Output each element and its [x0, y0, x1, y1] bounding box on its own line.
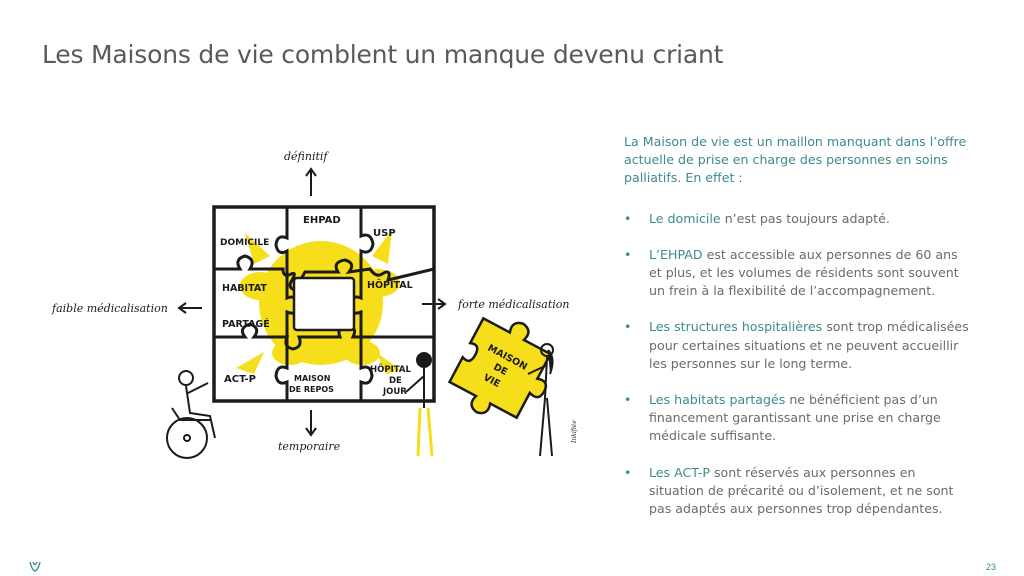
bullet-icon: • — [624, 319, 632, 335]
axis-label-left: faible médicalisation — [51, 302, 168, 315]
logo-mark — [29, 561, 41, 572]
bullet-lead: Les ACT-P — [649, 464, 710, 480]
text-panel: La Maison de vie est un maillon manquant… — [624, 133, 974, 536]
bullet-icon: • — [624, 392, 632, 408]
wheel-hub — [183, 434, 191, 442]
arrow-down-head-icon — [305, 427, 317, 437]
arrow-right-head-icon — [437, 298, 447, 310]
arrow-left-head-icon — [177, 302, 187, 314]
bullet-icon: • — [624, 464, 632, 480]
yellow-blob — [240, 272, 280, 300]
legs — [416, 407, 434, 457]
wheelchair-frame — [171, 407, 210, 421]
bullet-icon: • — [624, 246, 632, 262]
axis-label-top: définitif — [284, 150, 329, 163]
bullet-icon: • — [624, 210, 632, 226]
head — [540, 343, 554, 357]
bullet-lead: Les habitats partagés — [649, 392, 786, 408]
piece-label-actp: ACT-P — [224, 374, 256, 385]
piece-label-domicile: DOMICILE — [220, 238, 269, 248]
list-item: • Les habitats partagés ne bénéficient pa… — [624, 391, 974, 446]
intro-paragraph: La Maison de vie est un maillon manquant… — [624, 134, 967, 186]
list-item: • Les structures hospitalières sont trop … — [624, 318, 974, 373]
piece-label-hopital-jour-1: HÔPITAL — [370, 363, 411, 375]
person-standing-right — [527, 343, 554, 457]
person-in-wheelchair — [166, 370, 216, 459]
puzzle-seam — [212, 254, 436, 292]
bullet-lead: Les structures hospitalières — [649, 319, 823, 335]
page-number: 23 — [985, 562, 996, 572]
body — [539, 356, 553, 457]
bullet-list: •Le domicile n’est pas toujours adapté. … — [624, 210, 974, 519]
maison-de-vie-piece: MAISON DE VIE — [447, 316, 553, 420]
list-item: • Le domicile n’est pas toujours adapté. — [624, 210, 974, 228]
sun-rays — [236, 230, 400, 374]
hair — [547, 349, 554, 375]
slide-title: Les Maisons de vie comblent un manque de… — [42, 40, 724, 69]
piece-label-habitat: HABITAT — [222, 283, 267, 294]
head — [178, 370, 194, 386]
arm — [405, 375, 425, 393]
bullet-lead: Le domicile — [649, 210, 721, 226]
axis-label-right: forte médicalisation — [457, 298, 569, 311]
missing-piece-slot — [292, 276, 356, 332]
head — [416, 352, 432, 368]
axis-label-bottom: temporaire — [278, 440, 341, 453]
body — [185, 385, 216, 439]
yellow-blob — [272, 341, 308, 365]
brand-logo-icon — [29, 561, 41, 572]
bullet-text: n’est pas toujours adapté. — [720, 210, 890, 226]
arrow-up-head-icon — [305, 167, 317, 177]
artist-signature: Inkifiée — [571, 420, 578, 444]
bullet-lead: L’EHPAD — [649, 246, 703, 262]
bullet-text: sont réservés aux personnes en situation… — [649, 464, 954, 517]
list-item: • Les ACT-P sont réservés aux personnes e… — [624, 464, 974, 519]
puzzle-piece-shape — [447, 316, 553, 420]
puzzle-diagram: EHPAD USP DOMICILE HABITAT PARTAGÉ HÔPIT… — [51, 150, 578, 459]
bullet-text: est accessible aux personnes de 60 ans e… — [649, 246, 959, 299]
piece-label-maison-repos-1: MAISON — [294, 374, 330, 383]
piece-label-hopital: HÔPITAL — [367, 279, 413, 291]
piece-label-hopital-jour-3: JOUR — [382, 387, 407, 397]
piece-label-maison-repos-2: DE REPOS — [289, 385, 334, 394]
bullet-text: sont trop médicalisées pour certaines si… — [649, 319, 969, 371]
list-item: • L’EHPAD est accessible aux personnes de… — [624, 246, 974, 301]
piece-label-partage: PARTAGÉ — [222, 318, 270, 330]
arm — [187, 382, 209, 394]
person-standing-center — [405, 352, 434, 457]
piece-label-usp: USP — [373, 228, 396, 239]
arm — [527, 365, 546, 375]
wheelchair-wheel-icon — [166, 417, 208, 459]
piece-label-hopital-jour-2: DE — [389, 376, 402, 386]
puzzle-illustration: EHPAD USP DOMICILE HABITAT PARTAGÉ HÔPIT… — [40, 138, 600, 478]
piece-label-ehpad: EHPAD — [303, 215, 341, 226]
bullet-text: ne bénéficient pas d’un financement gara… — [649, 392, 941, 444]
